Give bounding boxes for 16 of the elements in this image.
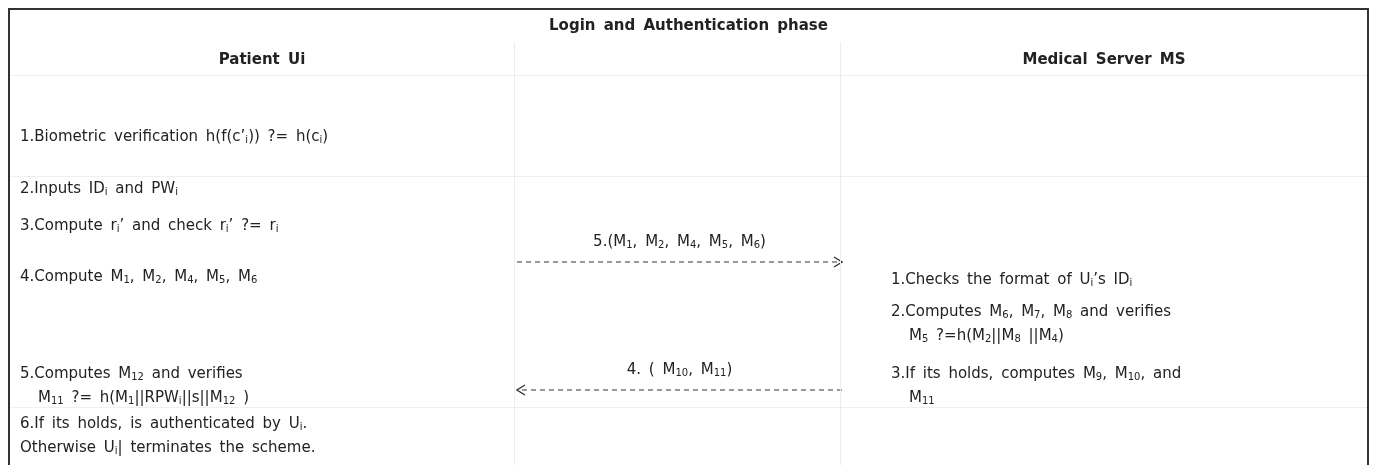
dashed-arrow — [516, 384, 843, 396]
dashed-arrow — [516, 256, 843, 268]
edge-label: 5.(M$_{1}$, M$_{2}$, M$_{4}$, M$_{5}$, M$_{6}$) — [591, 232, 768, 250]
table-title: Login and Authentication phase — [548, 16, 829, 34]
edge-label: 4. ( M$_{10}$, M$_{11}$) — [624, 360, 735, 378]
step-text: 2.Computes M$_{6}$, M$_{7}$, M$_{8}$ and verifies M$_{5}$ ?=h(M$_{2}$||M$_{8}$ ||M$_{4}$) — [851, 301, 1361, 349]
step-text: 6.If its holds, is authenticated by U$_{i}$. Otherwise U$_{i}$| terminates the scheme. — [20, 413, 505, 461]
step-text: 1.Biometric verification h(f(c’$_{i}$)) ?= h(c$_{i}$) — [20, 126, 505, 150]
step-text: 5.Computes M$_{12}$ and verifies M$_{11}$ ?= h(M$_{1}$||RPW$_{i}$||s||M$_{12}$ ) — [20, 363, 505, 411]
step-text: 3.Compute r$_{i}$’ and check r$_{i}$’ ?= r$_{i}$ — [20, 215, 505, 239]
step-text: 4.Compute M$_{1}$, M$_{2}$, M$_{4}$, M$_{5}$, M$_{6}$ — [20, 266, 505, 290]
step-text: 2.Inputs ID$_{i}$ and PW$_{i}$ — [20, 178, 505, 202]
step-text: 1.Checks the format of U$_{i}$’s ID$_{i}$ — [851, 269, 1361, 293]
lane-header: Patient Ui — [218, 50, 306, 68]
lane-header: Medical Server MS — [1022, 50, 1186, 68]
step-text: 3.If its holds, computes M$_{9}$, M$_{10}$, and M$_{11}$ — [851, 363, 1361, 411]
